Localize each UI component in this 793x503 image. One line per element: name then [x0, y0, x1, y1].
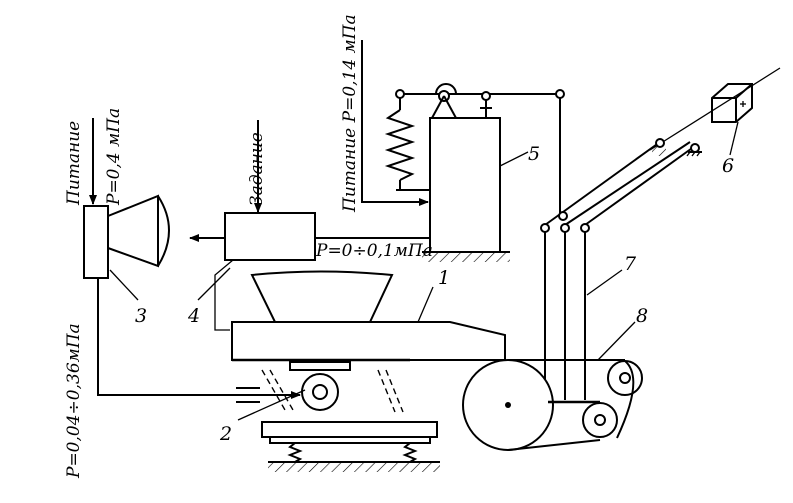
level-sensor-6 [649, 67, 781, 151]
leader-2 [237, 389, 306, 421]
supply-line-5 [361, 40, 429, 206]
label-setpoint: Задание [247, 132, 267, 206]
controller-block-4 [224, 212, 316, 261]
leader-1 [417, 286, 434, 323]
label-supply-left: Питание [64, 121, 84, 206]
leader-7 [586, 269, 623, 296]
label-number-3: 3 [135, 305, 147, 327]
link-4-to-feeder [214, 259, 234, 331]
signal-line-3-to-2 [97, 278, 301, 399]
leader-5 [499, 151, 529, 167]
label-supply-right: Питание P=0,14 мПа [340, 14, 360, 213]
drive-mechanism-2 [236, 361, 440, 472]
sensor-block-3 [83, 194, 170, 279]
leader-8 [597, 321, 636, 361]
label-number-5: 5 [528, 143, 540, 165]
label-number-8: 8 [636, 305, 648, 327]
linkage-7 [540, 98, 702, 400]
leader-4 [197, 267, 231, 301]
label-pressure-out: P=0÷0,1мПа [315, 241, 433, 261]
belt-conveyor-8 [462, 359, 643, 451]
label-pressure-range: P=0,04÷0,36мПа [64, 323, 84, 479]
leader-6 [729, 121, 739, 156]
label-number-7: 7 [624, 253, 637, 275]
vibro-feeder-1 [231, 321, 506, 362]
leader-3 [109, 269, 139, 301]
label-number-6: 6 [722, 155, 734, 177]
label-number-2: 2 [219, 423, 232, 445]
regulator-block-5 [384, 83, 565, 262]
label-number-1: 1 [438, 267, 450, 289]
label-pressure-left: P=0,4 мПа [104, 108, 124, 206]
label-number-4: 4 [187, 305, 200, 327]
